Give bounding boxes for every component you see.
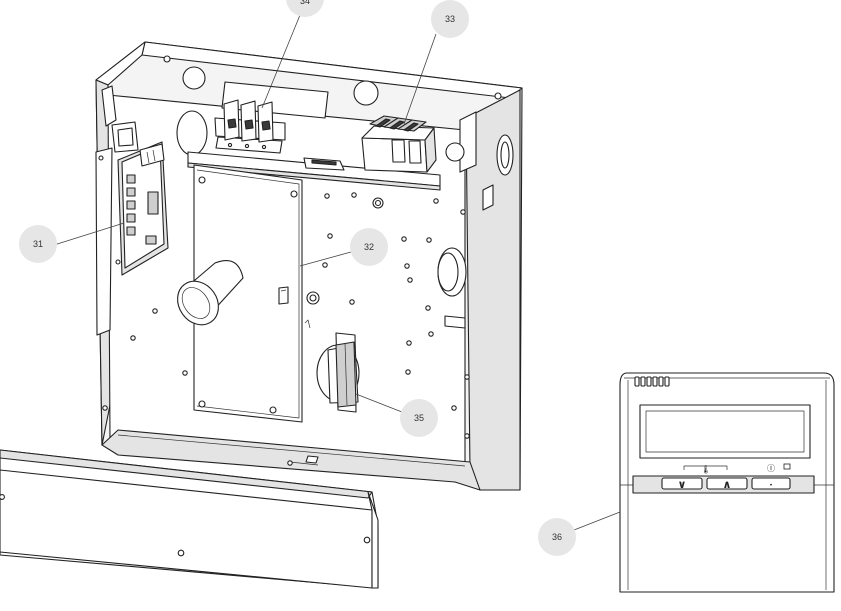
callout-33-label: 33 <box>445 14 455 24</box>
callout-35-label: 35 <box>414 413 424 423</box>
wired-controller-part-36 <box>619 372 835 593</box>
callout-31-label: 31 <box>33 239 43 249</box>
callout-34-bubble <box>286 0 324 17</box>
callout-31-bubble <box>19 225 57 263</box>
terminal-block-part-33 <box>361 115 437 173</box>
thermometer-icon: 🌡 <box>701 465 711 474</box>
enclosure-cabinet <box>95 41 523 491</box>
controller-display <box>639 404 811 459</box>
callouts: 31 32 33 34 35 36 <box>19 0 621 556</box>
callout-32-label: 32 <box>364 242 374 252</box>
up-button-icon[interactable]: ∧ <box>723 478 732 491</box>
callout-35-bubble <box>400 399 438 437</box>
indicator-led-icon <box>783 463 791 470</box>
callout-34-label: 34 <box>300 0 310 6</box>
main-board-part-32 <box>177 164 311 423</box>
callout-33-bubble <box>431 0 469 38</box>
callout-36-bubble <box>538 518 576 556</box>
callout-32-bubble <box>350 228 388 266</box>
mounting-holes <box>100 157 470 439</box>
front-cover-panel <box>0 449 379 589</box>
clamp-part-35 <box>316 332 360 413</box>
power-icon: Ⓘ <box>767 464 775 473</box>
control-pcb-part-31 <box>95 141 169 336</box>
down-button-icon[interactable]: ∨ <box>678 478 687 491</box>
terminal-block-part-34 <box>214 99 286 154</box>
callout-36-label: 36 <box>552 532 562 542</box>
select-button-icon[interactable]: • <box>769 482 773 489</box>
